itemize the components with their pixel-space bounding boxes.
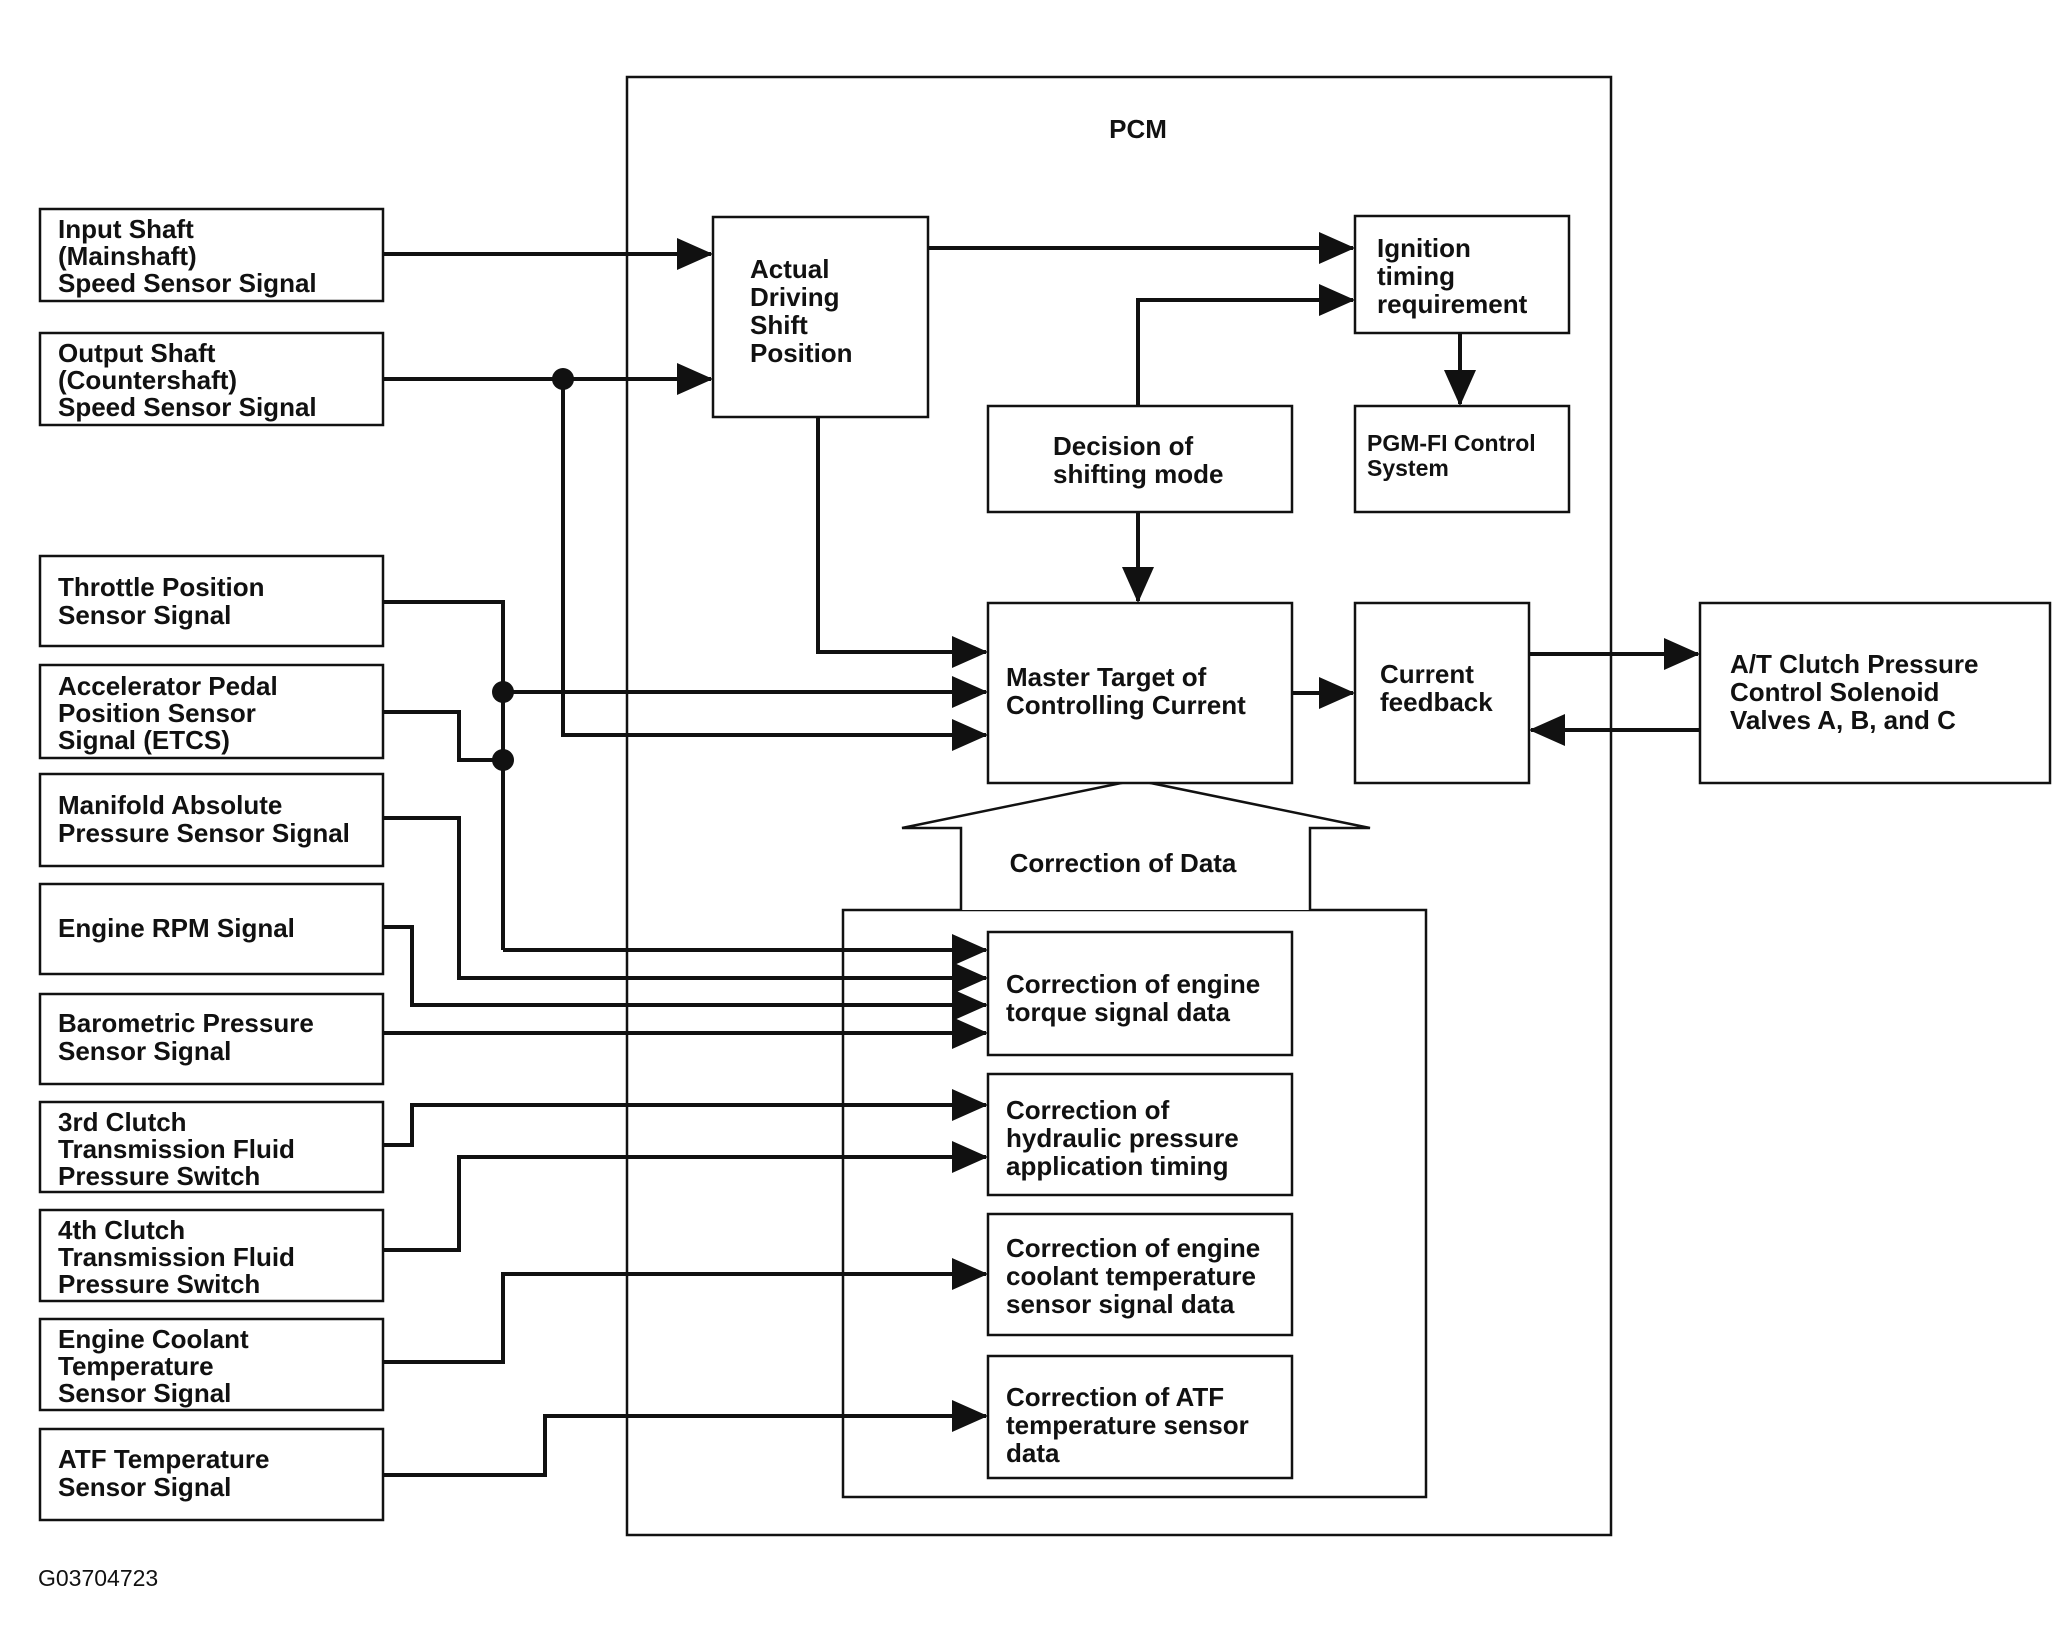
pcm-frame: [625, 75, 1613, 1537]
arrow-output-shaft-master: [561, 379, 988, 751]
input-box-engine-rpm: Engine RPM Signal: [38, 882, 385, 976]
figure-code: G03704723: [38, 1565, 158, 1591]
connector-lines: [383, 232, 1700, 1477]
arrow-4th-clutch: [383, 1141, 988, 1252]
arrow-manifold: [383, 816, 988, 994]
junction-dot: [492, 749, 514, 771]
correction-arrow-shape: [901, 778, 1371, 910]
arrow-atf-temperature: [383, 1400, 988, 1477]
input-box-output-shaft: Output Shaft(Countershaft)Speed Sensor S…: [38, 331, 385, 427]
arrow-decision-to-ignition: [1136, 284, 1355, 406]
input-label: Output Shaft(Countershaft)Speed Sensor S…: [58, 338, 317, 422]
arrow-actual-to-master: [816, 417, 988, 668]
arrow-3rd-clutch: [383, 1089, 988, 1147]
junction-dot: [552, 368, 574, 390]
arrow-engine-rpm: [383, 925, 988, 1021]
arrow-throttle: [383, 600, 505, 690]
arrow-engine-coolant: [383, 1258, 988, 1364]
line-accelerator: [383, 710, 503, 762]
pcm-title: PCM: [1109, 114, 1167, 144]
input-box-input-shaft: Input Shaft(Mainshaft)Speed Sensor Signa…: [38, 207, 385, 303]
input-label: Input Shaft(Mainshaft)Speed Sensor Signa…: [58, 214, 317, 298]
input-label: Engine RPM Signal: [58, 913, 295, 943]
correction-header: Correction of Data: [1010, 848, 1237, 878]
junction-dot: [492, 681, 514, 703]
